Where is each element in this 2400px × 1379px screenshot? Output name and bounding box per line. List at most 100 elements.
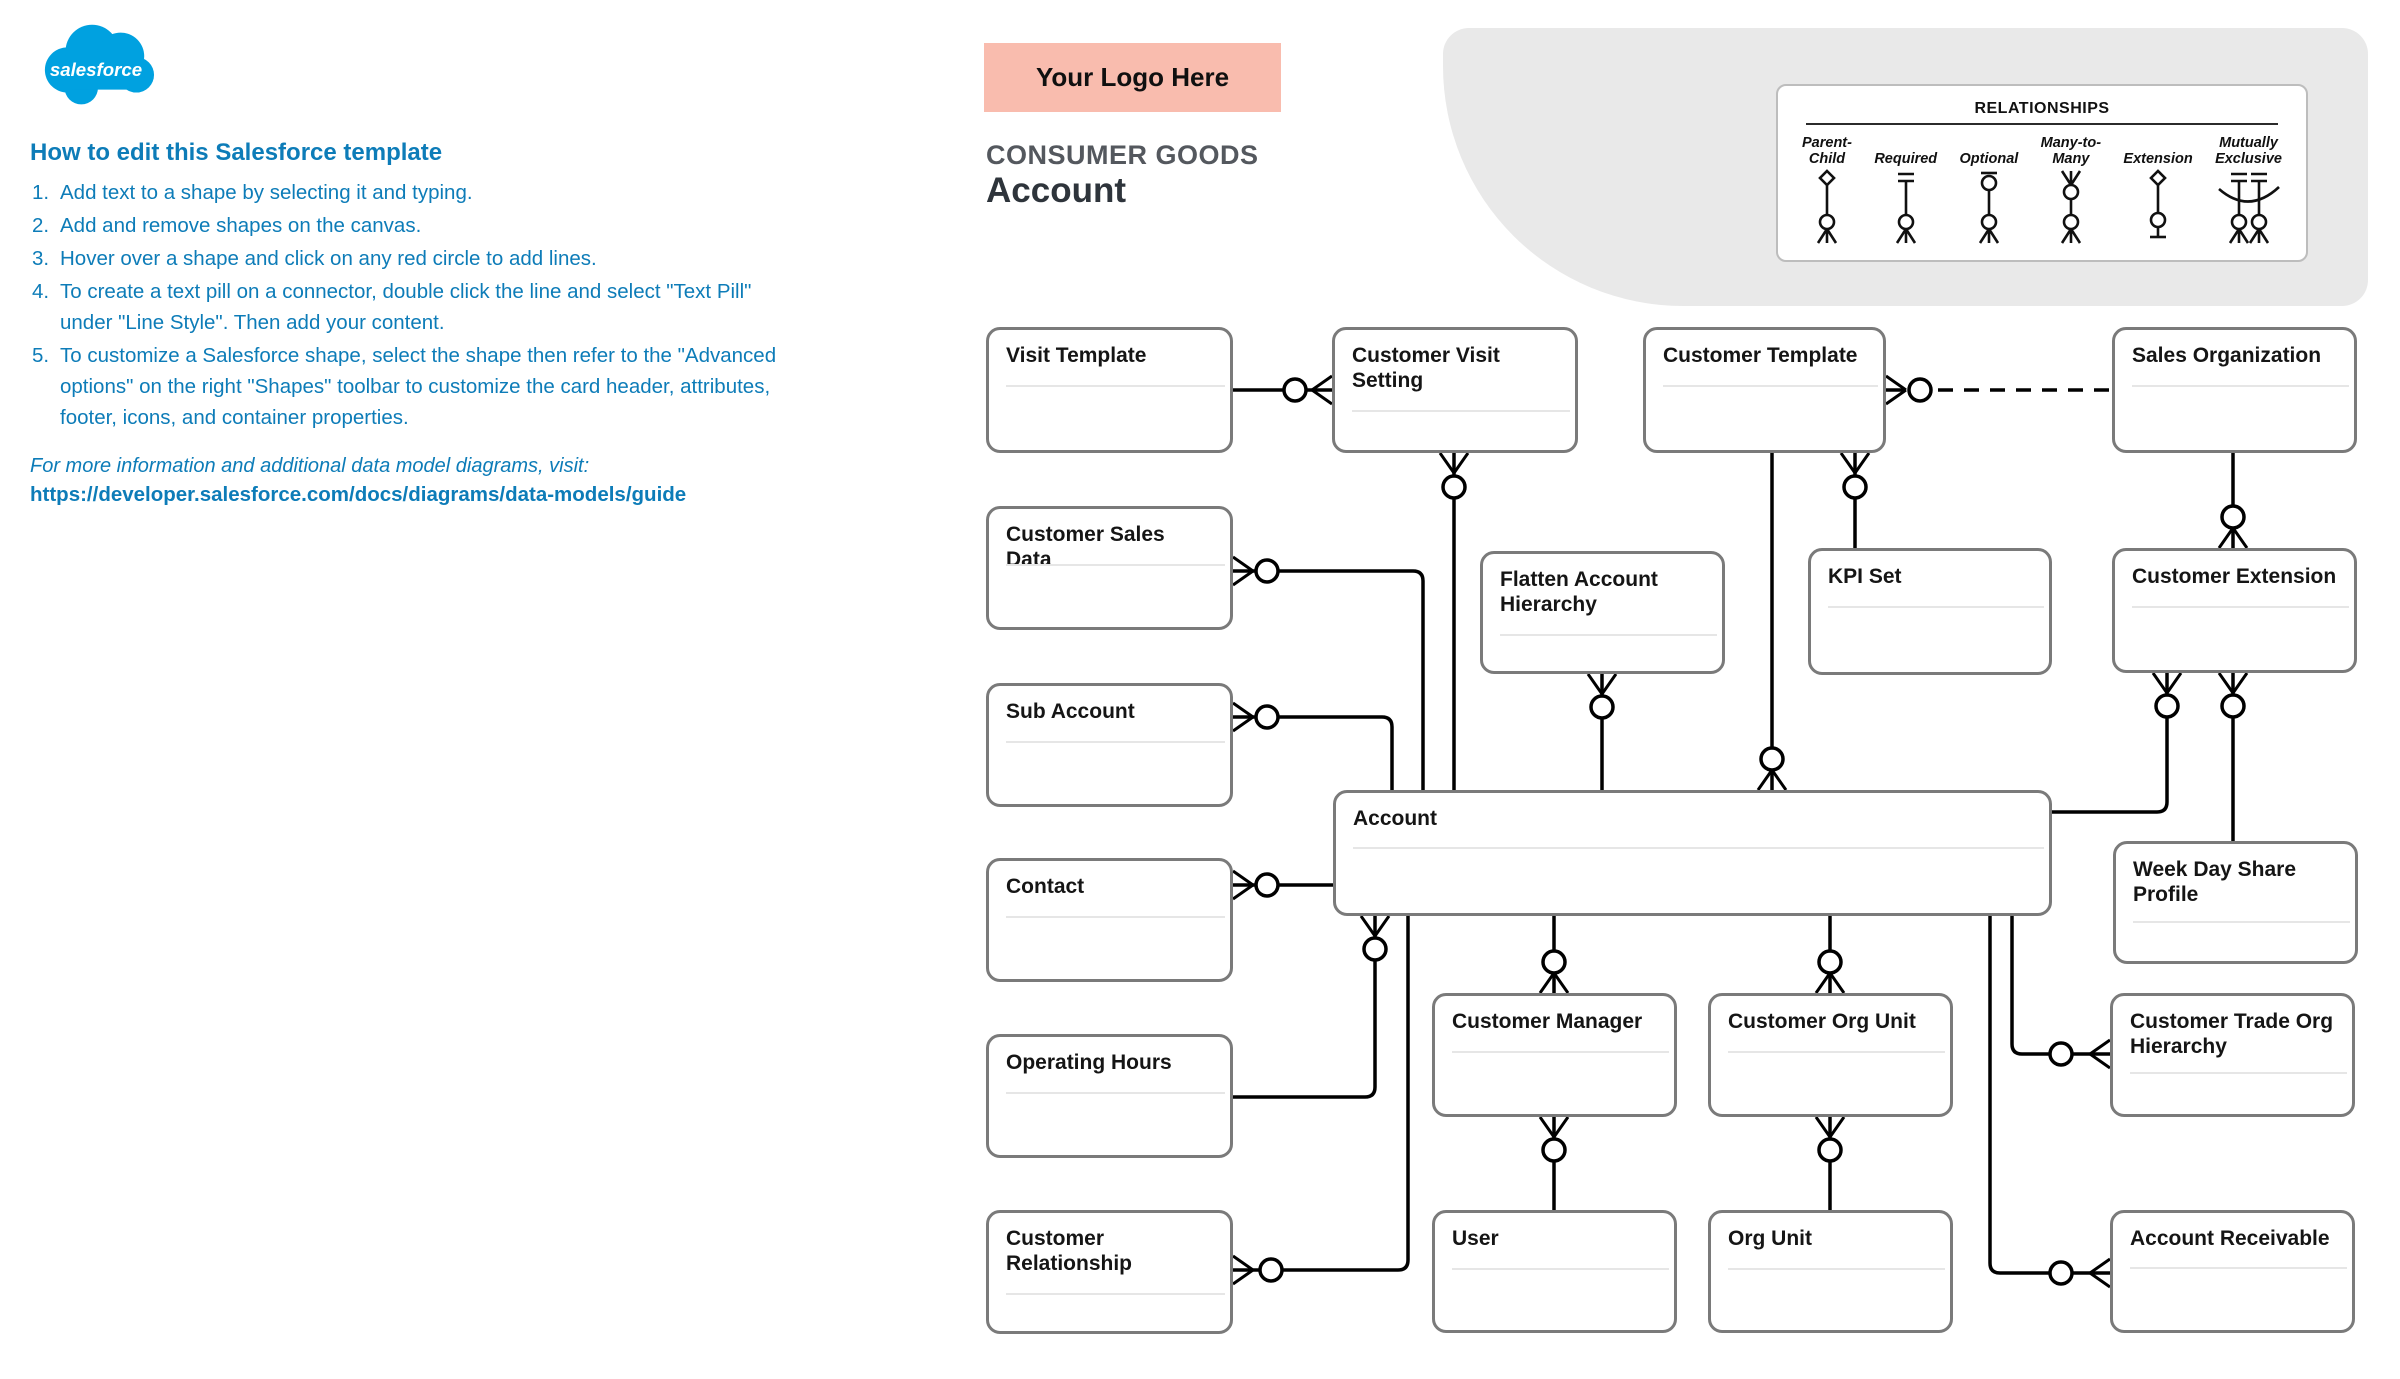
connector-customer-template--account[interactable] [1756,453,1788,791]
logo-placeholder-box[interactable]: Your Logo Here [984,43,1281,112]
legend-item-label: Extension [2123,151,2193,167]
crows-foot-icon [1586,673,1618,695]
entity-customer-manager[interactable]: Customer Manager [1432,993,1677,1117]
legend-item: Mutually Exclusive [2215,133,2282,247]
entity-title-divider [2130,1267,2347,1269]
entity-operating-hours[interactable]: Operating Hours [986,1034,1233,1158]
entity-customer-template[interactable]: Customer Template [1643,327,1886,453]
connector-customer-manager--user[interactable] [1538,1116,1570,1210]
entity-title-divider [1500,634,1717,636]
crows-foot-icon [2089,1038,2111,1070]
entity-account-receivable[interactable]: Account Receivable [2110,1210,2355,1333]
cardinality-circle-icon [1541,1137,1567,1163]
developer-guide-link[interactable]: https://developer.salesforce.com/docs/di… [30,483,687,506]
entity-label: Sales Organization [2132,344,2322,367]
connector-sub-account--account[interactable] [1232,701,1394,790]
entity-title-divider [1006,741,1225,743]
connector-customer-visit-setting--account[interactable] [1438,452,1470,790]
crows-foot-icon [2089,1257,2111,1289]
connector-account--customer-manager[interactable] [1538,916,1570,994]
entity-title-divider [1728,1268,1945,1270]
connector-sales-organization--customer-extension[interactable] [2217,453,2249,549]
cardinality-circle-icon [1258,1257,1284,1283]
connector-customer-extension--account[interactable] [2052,672,2183,814]
connector-visit-template--customer-visit-setting[interactable] [1233,374,1333,406]
entity-org-unit[interactable]: Org Unit [1708,1210,1953,1333]
instructions-footnote: For more information and additional data… [30,455,590,477]
entity-title-divider [2132,385,2349,387]
required-icon [1895,172,1916,244]
entity-label: User [1452,1227,1499,1250]
entity-label: Customer Extension [2132,565,2337,588]
entity-title-divider [2130,1072,2347,1074]
instruction-number: 3. [32,247,50,270]
many-to-many-icon [2060,170,2081,244]
connector-customer-org-unit--org-unit[interactable] [1814,1116,1846,1210]
instruction-number: 2. [32,214,50,237]
connector-customer-extension--week-day-share-profile[interactable] [2217,672,2249,841]
crows-foot-icon [1839,452,1871,474]
connector-flatten-account-hierarchy--account[interactable] [1586,673,1618,790]
entity-label: Contact [1006,875,1085,898]
entity-customer-relationship[interactable]: Customer Relationship [986,1210,1233,1334]
instruction-number: 4. [32,280,50,303]
entity-customer-org-unit[interactable]: Customer Org Unit [1708,993,1953,1117]
connector-account--operating-hours[interactable] [1233,915,1391,1099]
entity-label: Customer Relationship [1006,1227,1133,1275]
cardinality-circle-icon [1842,474,1868,500]
crows-foot-icon [1359,915,1391,937]
connector-contact--account[interactable] [1232,869,1333,901]
crows-foot-icon [2217,527,2249,549]
cardinality-circle-icon [1541,949,1567,975]
connector-customer-template--kpi-set[interactable] [1839,452,1871,548]
entity-sales-organization[interactable]: Sales Organization [2112,327,2357,453]
entity-label: Visit Template [1006,344,1147,367]
connector-customer-sales-data--account[interactable] [1232,555,1425,790]
entity-label: Account [1353,807,1437,830]
crows-foot-icon [1311,374,1333,406]
instruction-text: To customize a Salesforce shape, select … [60,344,777,429]
entity-customer-visit-setting[interactable]: Customer Visit Setting [1332,327,1578,453]
legend-item-label: Many-to- Many [2040,135,2102,167]
entity-sub-account[interactable]: Sub Account [986,683,1233,807]
crows-foot-icon [1232,1254,1254,1286]
connector-customer-template--sales-organization[interactable] [1885,374,2112,406]
entity-label: Customer Manager [1452,1010,1643,1033]
connector-account--customer-relationship[interactable] [1232,916,1410,1286]
legend-item: Extension [2123,133,2193,247]
instruction-text: To create a text pill on a connector, do… [60,280,752,334]
legend-item-label: Mutually Exclusive [2215,135,2282,167]
entity-visit-template[interactable]: Visit Template [986,327,1233,453]
legend-item-label: Parent- Child [1802,135,1852,167]
entity-user[interactable]: User [1432,1210,1677,1333]
entity-title-divider [1452,1051,1669,1053]
cardinality-circle-icon [1817,1137,1843,1163]
connector-account--customer-org-unit[interactable] [1814,916,1846,994]
connector-account--customer-trade-org-hierarchy[interactable] [2010,916,2111,1070]
entity-customer-trade-org-hierarchy[interactable]: Customer Trade Org Hierarchy [2110,993,2355,1117]
entity-flatten-account-hierarchy[interactable]: Flatten Account Hierarchy [1480,551,1725,674]
cardinality-circle-icon [1254,872,1280,898]
entity-label: Customer Template [1663,344,1858,367]
crows-foot-icon [1885,374,1907,406]
entity-week-day-share-profile[interactable]: Week Day Share Profile [2113,841,2358,964]
entity-title-divider [1006,1293,1225,1295]
entity-customer-sales-data[interactable]: Customer Sales Data [986,506,1233,630]
connector-account--account-receivable[interactable] [1988,916,2111,1289]
entity-customer-extension[interactable]: Customer Extension [2112,548,2357,673]
entity-kpi-set[interactable]: KPI Set [1808,548,2052,675]
crows-foot-icon [1538,1116,1570,1138]
instructions-panel: salesforce How to edit this Salesforce t… [30,12,802,507]
entity-label: Customer Sales Data [1006,523,1165,571]
crows-foot-icon [1232,701,1254,733]
entity-title-divider [1353,847,2044,849]
entity-title-divider [1663,385,1878,387]
entity-contact[interactable]: Contact [986,858,1233,982]
crows-foot-icon [1232,869,1254,901]
instruction-list: 1.Add text to a shape by selecting it an… [30,177,802,433]
entity-title-divider [2132,606,2349,608]
entity-account[interactable]: Account [1333,790,2052,916]
entity-title-divider [1828,606,2044,608]
diagram-category: CONSUMER GOODS [986,140,1259,170]
